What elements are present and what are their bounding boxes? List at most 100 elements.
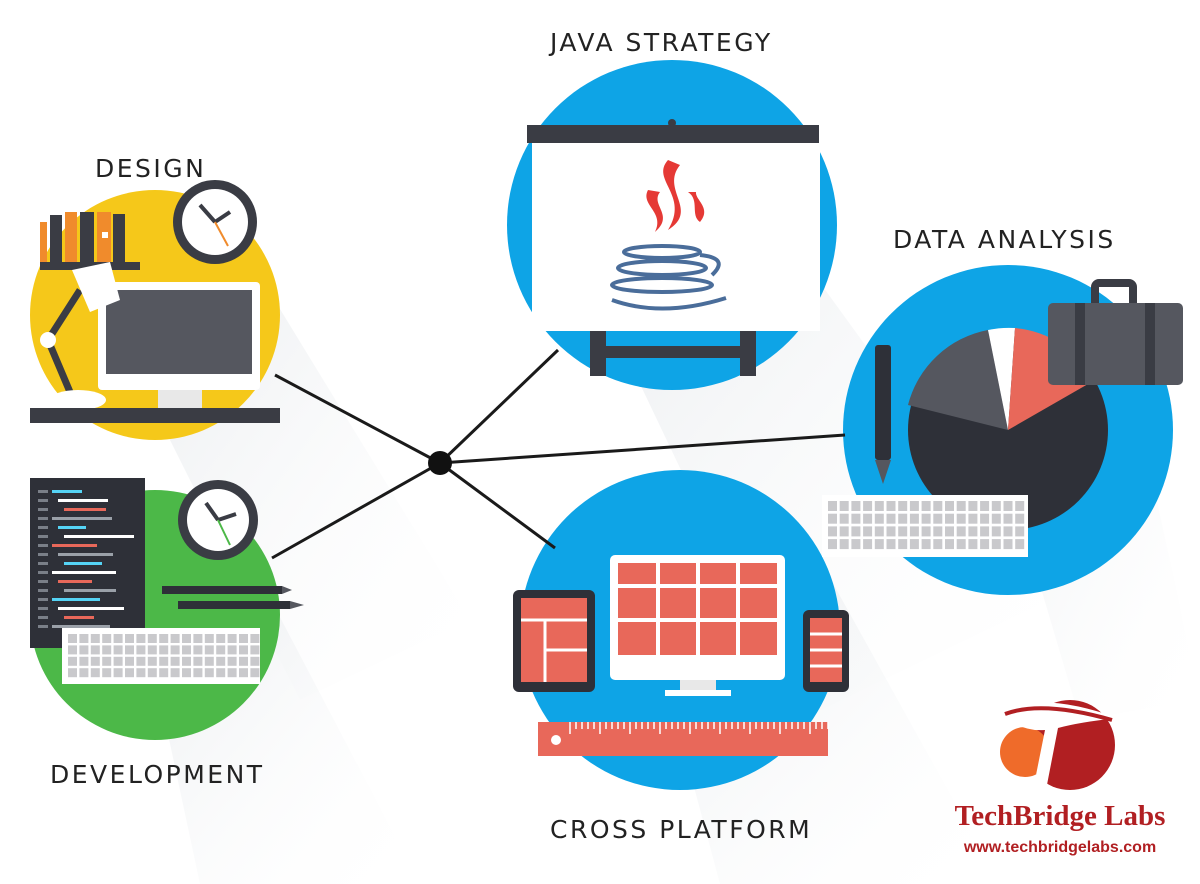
cross-monitor [610, 555, 785, 696]
key [159, 645, 168, 654]
pen-icon [875, 345, 891, 484]
key [79, 668, 88, 677]
key [228, 634, 237, 643]
key [922, 514, 931, 524]
key [910, 539, 919, 549]
key [980, 501, 989, 511]
key [851, 526, 860, 536]
key [193, 645, 202, 654]
key [171, 657, 180, 666]
key [182, 657, 191, 666]
key [875, 514, 884, 524]
key [68, 634, 77, 643]
key [114, 634, 123, 643]
key [910, 514, 919, 524]
key [922, 501, 931, 511]
key [68, 668, 77, 677]
key [205, 634, 214, 643]
key [205, 668, 214, 677]
key [887, 501, 896, 511]
key [922, 526, 931, 536]
key [980, 514, 989, 524]
key [933, 539, 942, 549]
key [945, 526, 954, 536]
key [114, 645, 123, 654]
code-gutter [38, 598, 48, 601]
key [910, 501, 919, 511]
monitor-icon [98, 282, 260, 408]
key [193, 657, 202, 666]
key [1004, 526, 1013, 536]
key [828, 501, 837, 511]
key [863, 501, 872, 511]
key [957, 514, 966, 524]
key [957, 501, 966, 511]
key [91, 657, 100, 666]
key [863, 514, 872, 524]
code-line [64, 616, 94, 619]
key [1004, 501, 1013, 511]
code-gutter [38, 517, 48, 520]
key [828, 539, 837, 549]
key [159, 634, 168, 643]
key [1004, 539, 1013, 549]
key [980, 526, 989, 536]
key [887, 514, 896, 524]
data-analysis-label: DATA ANALYSIS [893, 227, 1116, 252]
key [1015, 526, 1024, 536]
key [136, 657, 145, 666]
key [159, 657, 168, 666]
key [102, 657, 111, 666]
key [898, 526, 907, 536]
code-gutter [38, 571, 48, 574]
key [182, 645, 191, 654]
key [933, 526, 942, 536]
key [102, 668, 111, 677]
code-line [58, 526, 86, 529]
key [992, 501, 1001, 511]
key [851, 501, 860, 511]
code-line [64, 562, 102, 565]
code-gutter [38, 535, 48, 538]
code-line [58, 553, 113, 556]
key [898, 514, 907, 524]
key [68, 657, 77, 666]
key [136, 634, 145, 643]
key [148, 634, 157, 643]
key [68, 645, 77, 654]
phone-icon [803, 610, 849, 692]
brand-logo [1000, 700, 1118, 795]
key [851, 539, 860, 549]
code-line [52, 598, 100, 601]
key [91, 668, 100, 677]
brand-url[interactable]: www.techbridgelabs.com [940, 839, 1180, 857]
key [102, 634, 111, 643]
key [182, 634, 191, 643]
key [945, 501, 954, 511]
key [136, 668, 145, 677]
key [875, 539, 884, 549]
code-gutter [38, 625, 48, 628]
key [250, 634, 259, 643]
brand-block: TechBridge Labs www.techbridgelabs.com [940, 800, 1180, 857]
key [125, 668, 134, 677]
key [828, 514, 837, 524]
key [205, 645, 214, 654]
code-line [64, 535, 134, 538]
code-line [52, 517, 112, 520]
key [216, 657, 225, 666]
key [148, 645, 157, 654]
key [887, 526, 896, 536]
key [171, 668, 180, 677]
key [968, 501, 977, 511]
key [968, 526, 977, 536]
code-gutter [38, 562, 48, 565]
key [898, 501, 907, 511]
key [228, 668, 237, 677]
key [205, 657, 214, 666]
key [79, 634, 88, 643]
key [125, 657, 134, 666]
code-line [52, 571, 116, 574]
key [216, 668, 225, 677]
